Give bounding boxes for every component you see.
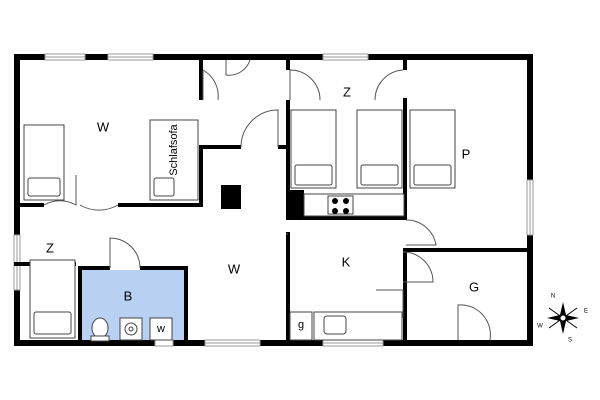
room-label-garage: G [469,279,479,294]
compass-s-label: S [568,338,572,344]
beds [23,109,456,339]
chimney [221,185,241,209]
compass-n-label: N [551,294,555,300]
room-label-bath: B [124,288,133,303]
room-label-kitchen: K [342,254,351,269]
bathroom-fixtures [90,317,173,342]
washer-label: w [156,323,165,335]
sofa-bed-label: Schlafsofa [168,123,180,175]
interior-walls [14,54,533,346]
room-label-living-center: W [228,261,241,276]
stove [303,193,405,217]
compass-rose: N S E W [537,294,588,344]
room-label-living-west: W [97,119,110,134]
room-label-p: P [462,146,471,161]
compass-w-label: W [537,324,543,330]
doors [43,59,491,341]
windows [13,53,534,347]
room-label-bedroom-top: Z [343,84,351,99]
room-label-bedroom-left: Z [46,240,54,255]
compass-e-label: E [584,309,588,315]
gas-label: g [298,319,304,331]
kitchen-sink [289,311,403,341]
